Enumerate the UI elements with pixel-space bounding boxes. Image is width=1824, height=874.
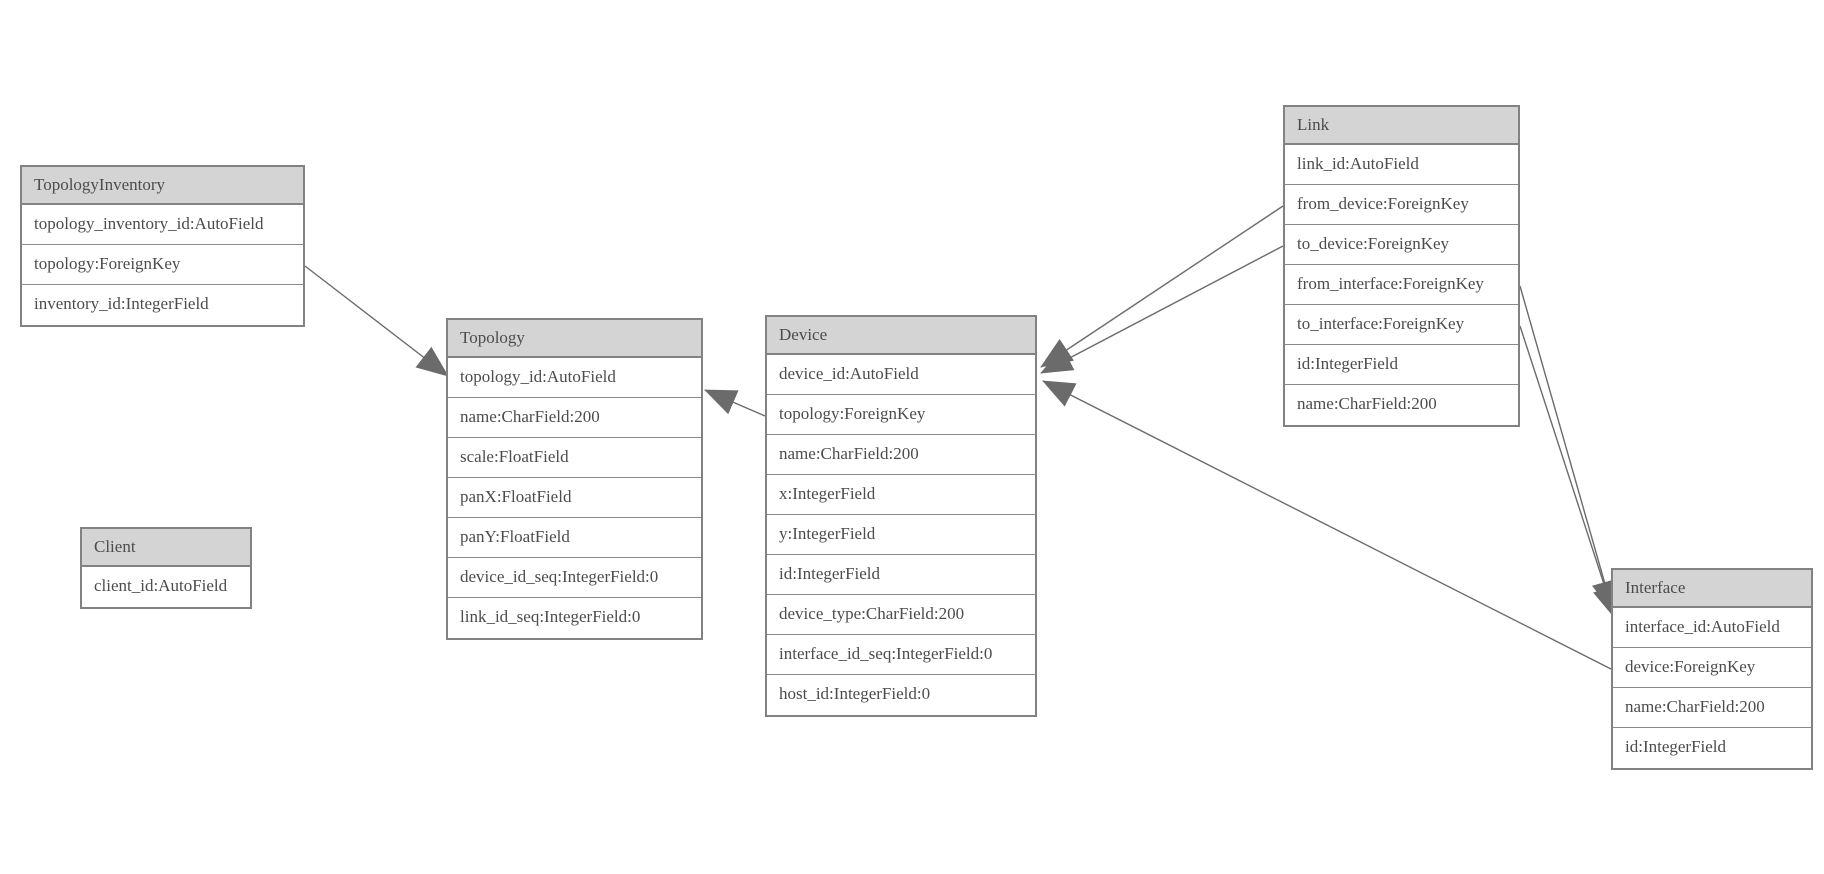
- field-row-topology-4: panY:FloatField: [448, 518, 701, 558]
- field-row-topology-inventory-2: inventory_id:IntegerField: [22, 285, 303, 325]
- table-title-topology: Topology: [448, 320, 701, 358]
- field-row-device-5: id:IntegerField: [767, 555, 1035, 595]
- relationship-edge-link-to-device: [1040, 245, 1284, 374]
- field-row-link-1: from_device:ForeignKey: [1285, 185, 1518, 225]
- relationship-edge-link-from-device: [1040, 205, 1284, 368]
- field-row-device-7: interface_id_seq:IntegerField:0: [767, 635, 1035, 675]
- field-row-link-4: to_interface:ForeignKey: [1285, 305, 1518, 345]
- field-row-link-5: id:IntegerField: [1285, 345, 1518, 385]
- field-row-link-3: from_interface:ForeignKey: [1285, 265, 1518, 305]
- field-row-device-1: topology:ForeignKey: [767, 395, 1035, 435]
- relationship-edge-link-to-interface: [1519, 325, 1618, 619]
- relationship-edge-topologyinventory-topology: [304, 265, 449, 377]
- field-row-topology-inventory-1: topology:ForeignKey: [22, 245, 303, 285]
- field-row-topology-6: link_id_seq:IntegerField:0: [448, 598, 701, 638]
- field-row-topology-1: name:CharField:200: [448, 398, 701, 438]
- table-title-topology-inventory: TopologyInventory: [22, 167, 303, 205]
- field-row-device-3: x:IntegerField: [767, 475, 1035, 515]
- field-row-topology-inventory-0: topology_inventory_id:AutoField: [22, 205, 303, 245]
- field-row-device-4: y:IntegerField: [767, 515, 1035, 555]
- field-row-interface-1: device:ForeignKey: [1613, 648, 1811, 688]
- relationship-edge-device-topology: [704, 389, 766, 417]
- field-row-interface-0: interface_id:AutoField: [1613, 608, 1811, 648]
- field-row-device-2: name:CharField:200: [767, 435, 1035, 475]
- field-row-topology-0: topology_id:AutoField: [448, 358, 701, 398]
- field-row-device-6: device_type:CharField:200: [767, 595, 1035, 635]
- field-row-interface-2: name:CharField:200: [1613, 688, 1811, 728]
- table-title-interface: Interface: [1613, 570, 1811, 608]
- field-row-topology-2: scale:FloatField: [448, 438, 701, 478]
- field-row-link-0: link_id:AutoField: [1285, 145, 1518, 185]
- field-row-device-8: host_id:IntegerField:0: [767, 675, 1035, 715]
- table-title-device: Device: [767, 317, 1035, 355]
- field-row-link-2: to_device:ForeignKey: [1285, 225, 1518, 265]
- relationship-edge-link-from-interface: [1519, 285, 1617, 613]
- field-row-link-6: name:CharField:200: [1285, 385, 1518, 425]
- field-row-client-0: client_id:AutoField: [82, 567, 250, 607]
- table-title-client: Client: [82, 529, 250, 567]
- field-row-device-0: device_id:AutoField: [767, 355, 1035, 395]
- field-row-topology-5: device_id_seq:IntegerField:0: [448, 558, 701, 598]
- field-row-topology-3: panX:FloatField: [448, 478, 701, 518]
- table-title-link: Link: [1285, 107, 1518, 145]
- field-row-interface-3: id:IntegerField: [1613, 728, 1811, 768]
